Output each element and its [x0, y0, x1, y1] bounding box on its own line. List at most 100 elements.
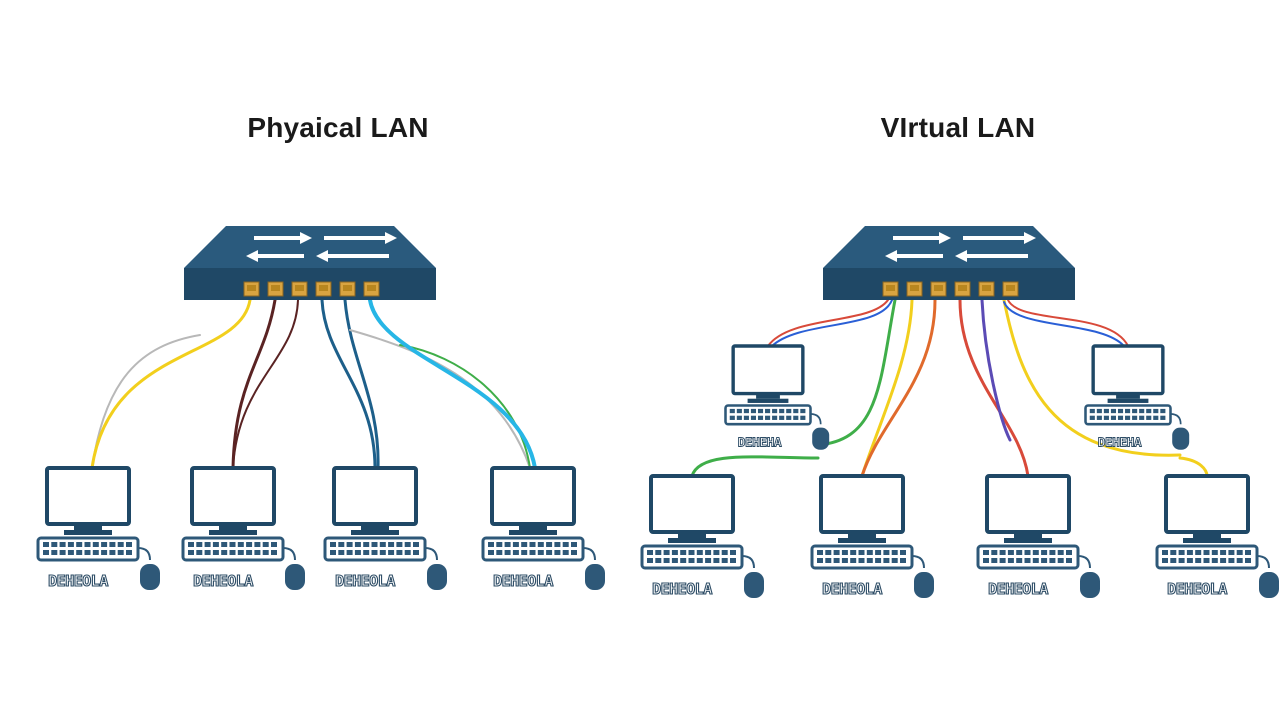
- switch-top: [184, 226, 436, 268]
- virtual-lan-title: VIrtual LAN: [880, 112, 1036, 143]
- monitor-stand: [848, 532, 876, 538]
- cable: [399, 344, 531, 469]
- port-socket: [319, 285, 328, 291]
- port-socket: [271, 285, 280, 291]
- cable: [232, 299, 299, 469]
- port-socket: [247, 285, 256, 291]
- keyboard-icon: [976, 544, 1080, 570]
- monitor-icon: [45, 466, 131, 526]
- pc-label: DEHEHA: [738, 435, 782, 450]
- port-socket: [910, 285, 919, 291]
- mouse-icon: [285, 564, 305, 590]
- physical-cables: [90, 298, 537, 470]
- monitor-stand: [519, 524, 547, 530]
- monitor-base: [351, 530, 399, 535]
- port-socket: [886, 285, 895, 291]
- port-socket: [295, 285, 304, 291]
- monitor-icon: [190, 466, 276, 526]
- switch-front: [184, 268, 436, 300]
- arrow-icon: [254, 232, 312, 244]
- cable: [91, 334, 201, 469]
- mouse-cord: [424, 547, 438, 561]
- port-socket: [367, 285, 376, 291]
- mouse-cord: [1256, 555, 1270, 569]
- cable: [767, 299, 889, 347]
- monitor-stand: [1014, 532, 1042, 538]
- pc-label: DEHEOLA: [48, 572, 108, 590]
- cable: [90, 298, 252, 470]
- monitor-base: [209, 530, 257, 535]
- mouse-cord: [1077, 555, 1091, 569]
- monitor-base: [1107, 398, 1149, 403]
- cable: [860, 298, 914, 478]
- mouse-icon: [812, 427, 830, 450]
- mouse-icon: [1259, 572, 1279, 598]
- monitor-base: [1183, 538, 1231, 543]
- virtual-pc: DEHEOLA: [810, 474, 934, 599]
- keyboard-icon: [724, 404, 812, 426]
- port-socket: [934, 285, 943, 291]
- port-socket: [1006, 285, 1015, 291]
- cable: [771, 299, 893, 347]
- cable: [980, 298, 1012, 442]
- mouse-icon: [427, 564, 447, 590]
- cable: [816, 298, 897, 447]
- cable: [1178, 456, 1209, 478]
- virtual-pc: DEHEOLA: [976, 474, 1100, 599]
- mouse-icon: [1080, 572, 1100, 598]
- virtual-pc: DEHEOLA: [640, 474, 764, 599]
- monitor-stand: [1116, 393, 1140, 399]
- cable: [958, 298, 1030, 478]
- cable: [690, 455, 820, 478]
- virtual-pc: DEHEOLA: [1155, 474, 1279, 599]
- mouse-cord: [741, 555, 755, 569]
- keyboard-icon: [36, 536, 140, 562]
- arrow-icon: [963, 232, 1036, 244]
- cable: [1002, 298, 1182, 457]
- port-socket: [982, 285, 991, 291]
- monitor-stand: [219, 524, 247, 530]
- mouse-icon: [140, 564, 160, 590]
- pc-label: DEHEHA: [1098, 435, 1142, 450]
- switches: [184, 226, 1075, 300]
- keyboard-icon: [323, 536, 427, 562]
- keyboard-icon: [181, 536, 285, 562]
- monitor-base: [838, 538, 886, 543]
- monitor-stand: [361, 524, 389, 530]
- mouse-cord: [137, 547, 151, 561]
- keyboard-icon: [810, 544, 914, 570]
- physical-pc: DEHEOLA: [36, 466, 160, 591]
- mouse-icon: [585, 564, 605, 590]
- monitor-stand: [678, 532, 706, 538]
- pc-label: DEHEOLA: [335, 572, 395, 590]
- virtual-pc: DEHEHA: [1084, 344, 1190, 451]
- monitor-base: [64, 530, 112, 535]
- monitor-base: [668, 538, 716, 543]
- cable: [349, 329, 531, 469]
- pc-label: DEHEOLA: [493, 572, 553, 590]
- arrow-icon: [324, 232, 397, 244]
- monitor-icon: [490, 466, 576, 526]
- switch-top: [823, 226, 1075, 268]
- pc-label: DEHEOLA: [822, 580, 882, 598]
- keyboard-icon: [1084, 404, 1172, 426]
- mouse-icon: [744, 572, 764, 598]
- physical-switch: [184, 226, 436, 300]
- monitor-stand: [74, 524, 102, 530]
- port-socket: [343, 285, 352, 291]
- physical-pc: DEHEOLA: [481, 466, 605, 591]
- cable: [860, 298, 937, 478]
- mouse-cord: [911, 555, 925, 569]
- monitor-stand: [756, 393, 780, 399]
- physical-pc: DEHEOLA: [181, 466, 305, 591]
- arrow-icon: [955, 250, 1028, 262]
- cable: [368, 298, 537, 470]
- arrow-icon: [246, 250, 304, 262]
- monitor-base: [509, 530, 557, 535]
- virtual-cables: [690, 298, 1209, 478]
- arrow-icon: [885, 250, 943, 262]
- pc-label: DEHEOLA: [1167, 580, 1227, 598]
- cable: [1003, 301, 1125, 347]
- monitor-icon: [332, 466, 418, 526]
